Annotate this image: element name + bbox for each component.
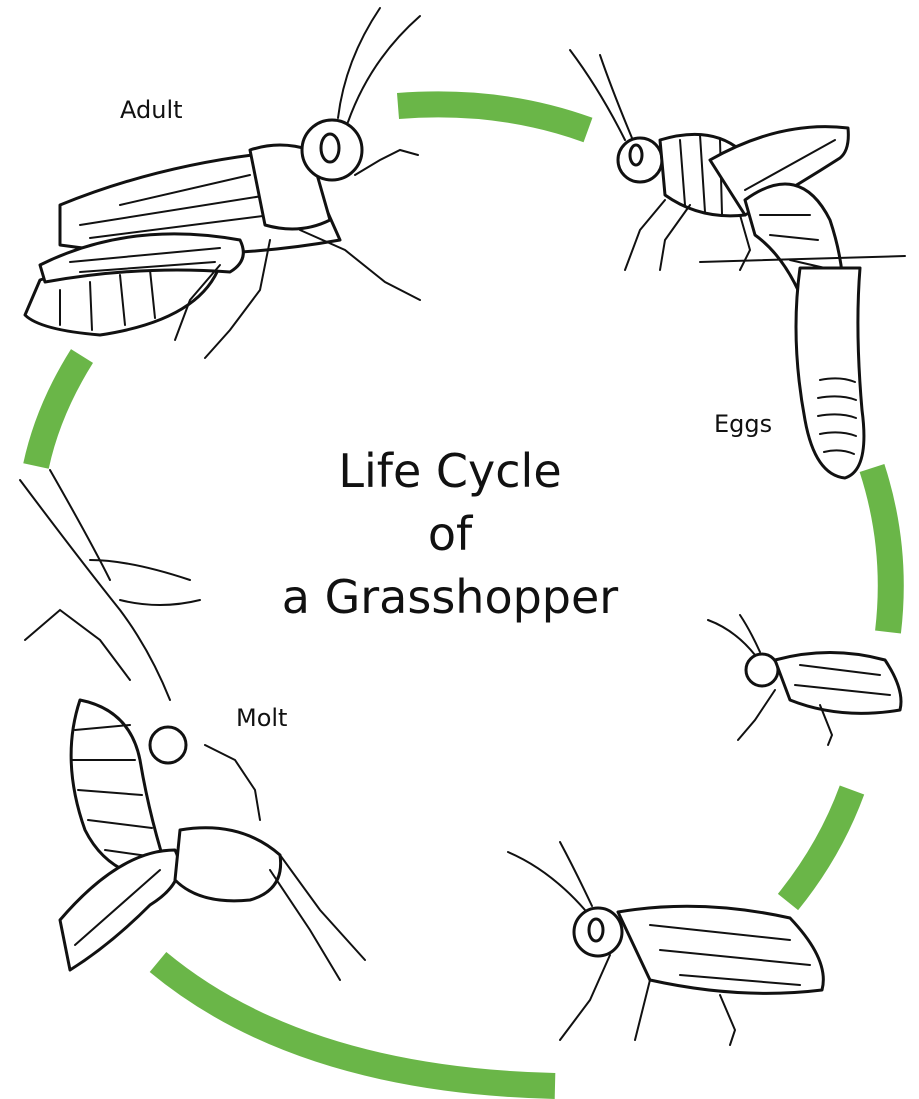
arc-segment-left xyxy=(36,356,82,466)
eggs-label: Eggs xyxy=(714,410,772,438)
large-nymph-icon xyxy=(508,842,823,1045)
title-line-1: Life Cycle xyxy=(200,440,700,503)
twig-icon xyxy=(20,470,200,700)
arc-segment-bottom xyxy=(158,962,555,1086)
title-line-2: of xyxy=(200,503,700,566)
diagram-title: Life Cycle of a Grasshopper xyxy=(200,440,700,629)
adult-label: Adult xyxy=(120,96,183,124)
egg-pod-icon xyxy=(700,256,905,478)
title-line-3: a Grasshopper xyxy=(200,566,700,629)
arc-segment-top xyxy=(398,104,588,130)
adult-grasshopper-icon xyxy=(25,8,420,358)
arc-segment-lower-right xyxy=(788,790,852,902)
small-nymph-icon xyxy=(708,615,901,745)
molting-grasshopper-icon xyxy=(25,610,365,980)
arc-segment-right xyxy=(872,468,891,632)
molt-label: Molt xyxy=(236,704,287,732)
